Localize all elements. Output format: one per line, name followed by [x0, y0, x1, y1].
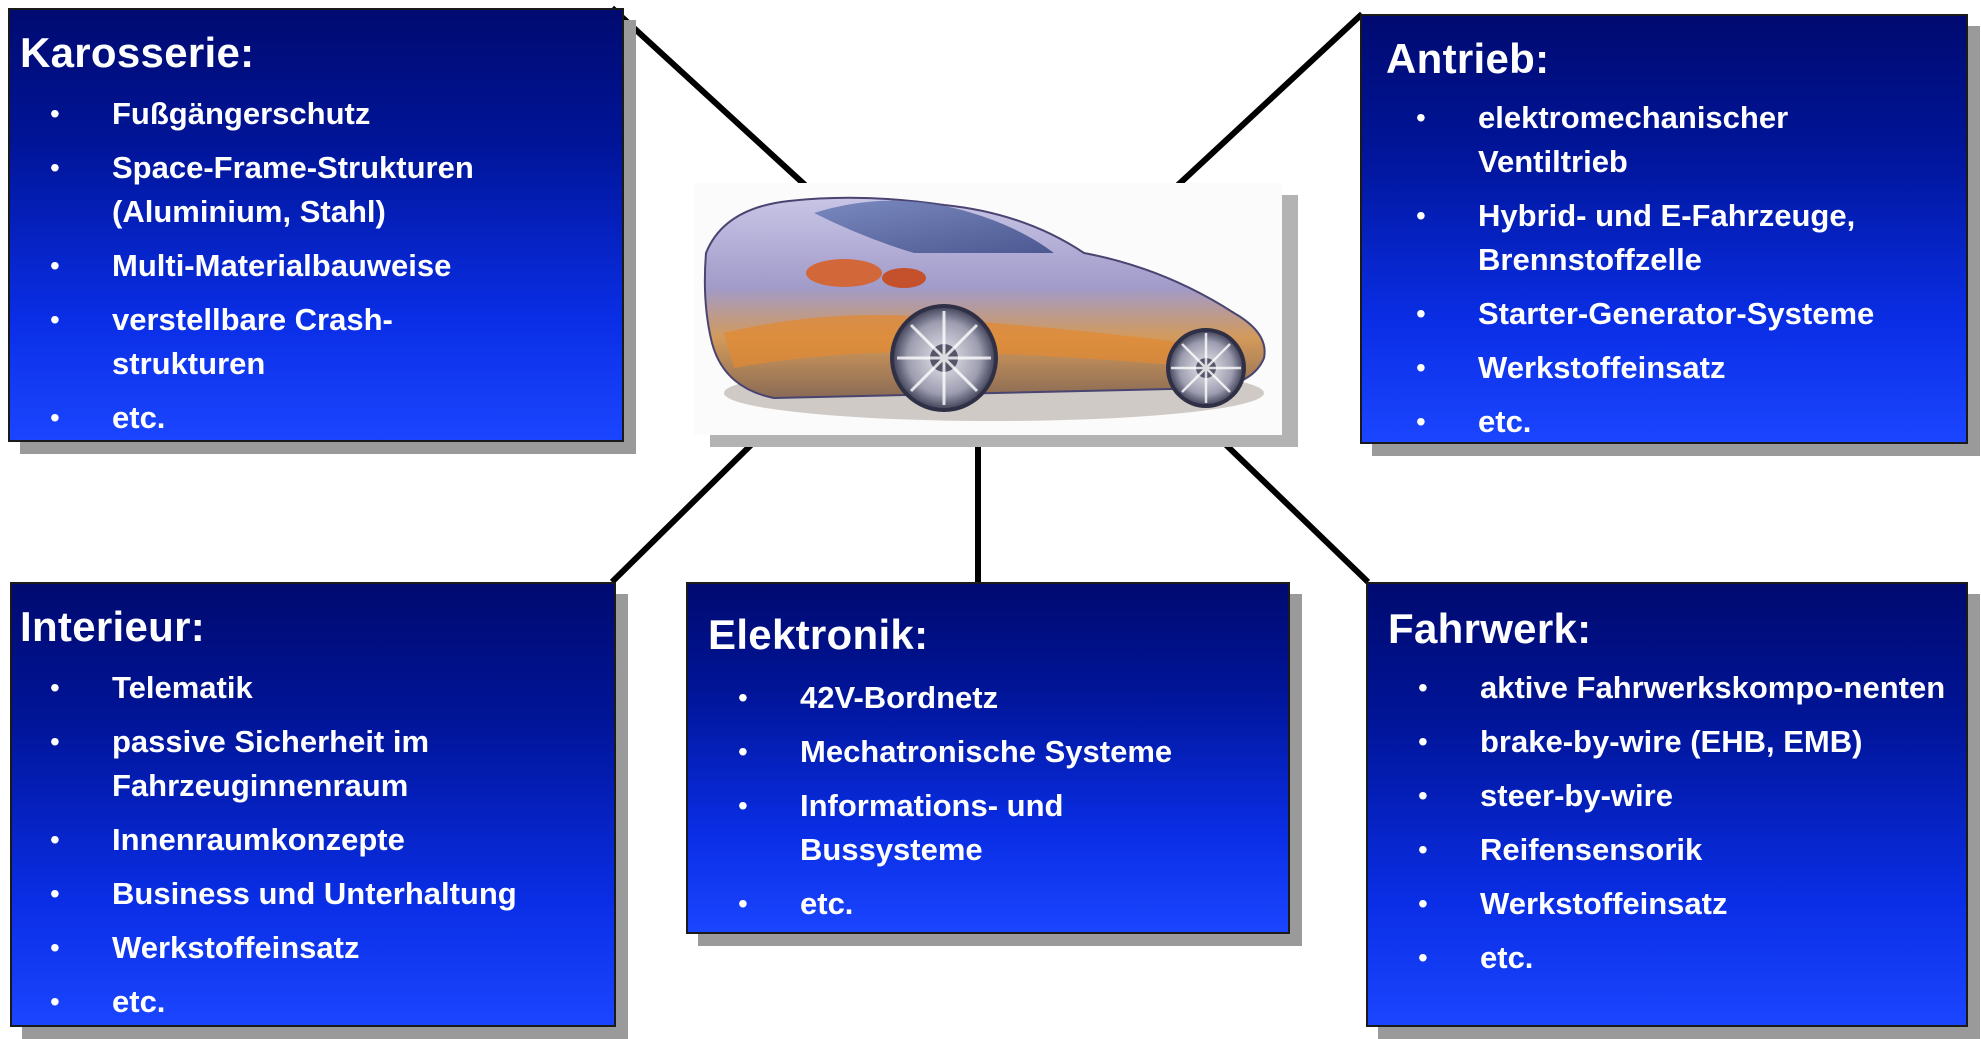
- list-item: •steer-by-wire: [1388, 774, 1966, 818]
- car-sketch-image: [694, 183, 1282, 435]
- list-item: •etc.: [20, 980, 614, 1024]
- bullet-icon: •: [738, 736, 748, 768]
- list-item: •aktive Fahrwerkskompo-nenten: [1388, 666, 1950, 710]
- car-sketch-icon: [694, 183, 1282, 435]
- elektronik-box: Elektronik: •42V-Bordnetz •Mechatronisch…: [686, 582, 1290, 934]
- list-item: •elektromechanischer Ventiltrieb: [1386, 96, 1858, 184]
- list-item: •etc.: [708, 882, 1288, 926]
- bullet-icon: •: [738, 888, 748, 920]
- bullet-icon: •: [50, 932, 60, 964]
- list-item: •brake-by-wire (EHB, EMB): [1388, 720, 1966, 764]
- bullet-icon: •: [738, 682, 748, 714]
- list-item: •Multi-Materialbauweise: [20, 244, 622, 288]
- list-item: •Reifensensorik: [1388, 828, 1966, 872]
- list-item: •Werkstoffeinsatz: [1388, 882, 1966, 926]
- bullet-icon: •: [1418, 726, 1428, 758]
- bullet-icon: •: [50, 824, 60, 856]
- bullet-icon: •: [50, 878, 60, 910]
- connector-karosserie: [609, 5, 808, 188]
- antrieb-box: Antrieb: •elektromechanischer Ventiltrie…: [1360, 14, 1968, 444]
- bullet-icon: •: [1418, 780, 1428, 812]
- elektronik-list: •42V-Bordnetz •Mechatronische Systeme •I…: [708, 676, 1288, 926]
- bullet-icon: •: [50, 726, 60, 758]
- list-item: •Mechatronische Systeme: [708, 730, 1288, 774]
- list-item: •Telematik: [20, 666, 614, 710]
- bullet-icon: •: [1418, 834, 1428, 866]
- bullet-icon: •: [50, 250, 60, 282]
- antrieb-title: Antrieb:: [1386, 35, 1550, 82]
- list-item: •Innenraumkonzepte: [20, 818, 614, 862]
- karosserie-title: Karosserie:: [20, 29, 255, 76]
- bullet-icon: •: [1418, 672, 1428, 704]
- bullet-icon: •: [1416, 102, 1426, 134]
- list-item: •Werkstoffeinsatz: [1386, 346, 1966, 390]
- list-item: •Business und Unterhaltung: [20, 872, 614, 916]
- connector-interieur: [609, 438, 758, 585]
- bullet-icon: •: [1416, 352, 1426, 384]
- list-item: •Fußgängerschutz: [20, 92, 622, 136]
- karosserie-list: •Fußgängerschutz •Space-Frame-Strukturen…: [20, 92, 622, 440]
- list-item: •etc.: [20, 396, 622, 440]
- bullet-icon: •: [50, 986, 60, 1018]
- list-item: •etc.: [1386, 400, 1966, 444]
- list-item: •42V-Bordnetz: [708, 676, 1288, 720]
- antrieb-list: •elektromechanischer Ventiltrieb •Hybrid…: [1386, 96, 1966, 444]
- bullet-icon: •: [50, 672, 60, 704]
- bullet-icon: •: [1416, 406, 1426, 438]
- list-item: •Werkstoffeinsatz: [20, 926, 614, 970]
- fahrwerk-title: Fahrwerk:: [1388, 605, 1592, 652]
- fahrwerk-box: Fahrwerk: •aktive Fahrwerkskompo-nenten …: [1366, 582, 1968, 1027]
- interieur-list: •Telematik •passive Sicherheit im Fahrze…: [20, 666, 614, 1024]
- interieur-title: Interieur:: [20, 603, 206, 650]
- interieur-box: Interieur: •Telematik •passive Sicherhei…: [10, 582, 616, 1027]
- elektronik-title: Elektronik:: [708, 611, 929, 658]
- karosserie-box: Karosserie: •Fußgängerschutz •Space-Fram…: [8, 8, 624, 442]
- fahrwerk-list: •aktive Fahrwerkskompo-nenten •brake-by-…: [1388, 666, 1966, 980]
- bullet-icon: •: [1416, 200, 1426, 232]
- bullet-icon: •: [50, 98, 60, 130]
- bullet-icon: •: [1416, 298, 1426, 330]
- list-item: •verstellbare Crash-strukturen: [20, 298, 412, 386]
- bullet-icon: •: [50, 402, 60, 434]
- connector-antrieb: [1175, 11, 1365, 188]
- bullet-icon: •: [738, 790, 748, 822]
- bullet-icon: •: [1418, 942, 1428, 974]
- list-item: •Informations- und Bussysteme: [708, 784, 1180, 872]
- list-item: •Hybrid- und E-Fahrzeuge, Brennstoffzell…: [1386, 194, 1948, 282]
- bullet-icon: •: [50, 152, 60, 184]
- list-item: •etc.: [1388, 936, 1966, 980]
- list-item: •passive Sicherheit im Fahrzeuginnenraum: [20, 720, 552, 808]
- connector-fahrwerk: [1219, 438, 1371, 585]
- bullet-icon: •: [1418, 888, 1428, 920]
- list-item: •Space-Frame-Strukturen (Aluminium, Stah…: [20, 146, 572, 234]
- bullet-icon: •: [50, 304, 60, 336]
- list-item: •Starter-Generator-Systeme: [1386, 292, 1966, 336]
